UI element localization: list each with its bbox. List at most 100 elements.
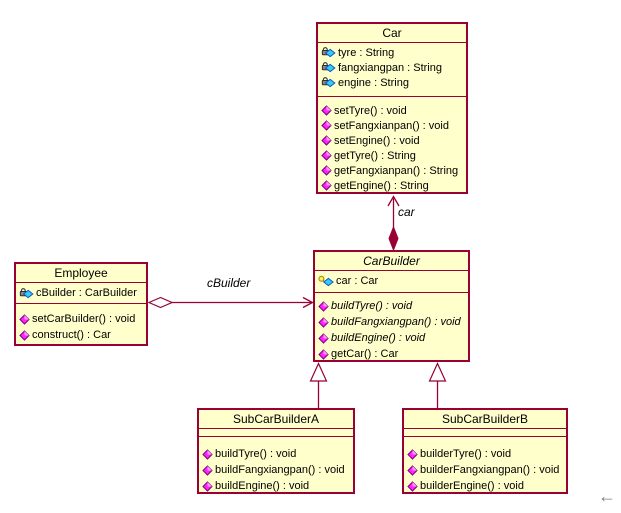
method-row[interactable]: getCar() : Car	[315, 346, 468, 362]
attributes-compartment	[404, 429, 566, 437]
method-row[interactable]: buildFangxiangpan() : void	[199, 462, 353, 478]
method-row[interactable]: buildEngine() : void	[315, 330, 468, 346]
attribute-text: tyre : String	[338, 46, 395, 59]
class-title[interactable]: Employee	[16, 264, 146, 283]
attribute-row[interactable]: fangxiangpan : String	[318, 60, 466, 75]
method-text: buildFangxiangpan() : void	[215, 464, 345, 476]
class-title[interactable]: SubCarBuilderB	[404, 410, 566, 429]
public-method-icon	[202, 481, 213, 491]
methods-compartment: setTyre() : void setFangxianpan() : void…	[318, 97, 466, 193]
method-row[interactable]: buildEngine() : void	[199, 478, 353, 494]
class-employee[interactable]: Employee cBuilder : CarBuilder setCarBui…	[14, 262, 148, 346]
method-text: buildEngine() : void	[215, 480, 310, 492]
public-method-icon	[321, 135, 332, 146]
method-row[interactable]: getEngine() : String	[318, 178, 466, 193]
public-method-icon	[321, 120, 332, 131]
protected-attribute-icon	[318, 275, 334, 286]
method-row[interactable]: buildFangxiangpan() : void	[315, 314, 468, 330]
public-method-icon	[19, 314, 30, 324]
attributes-compartment: tyre : String fangxiangpan : String engi…	[318, 43, 466, 97]
method-text: setTyre() : void	[334, 104, 407, 117]
association-label-cbuilder[interactable]: cBuilder	[207, 276, 251, 290]
private-attribute-icon	[321, 77, 336, 88]
private-attribute-icon	[321, 62, 336, 73]
class-subcarbuildera[interactable]: SubCarBuilderA buildTyre() : void buildF…	[197, 408, 355, 494]
attribute-text: fangxiangpan : String	[338, 61, 442, 74]
method-text: construct() : Car	[32, 329, 111, 341]
class-carbuilder[interactable]: CarBuilder car : Car buildTyre() : void …	[313, 250, 470, 362]
method-row[interactable]: setFangxianpan() : void	[318, 118, 466, 133]
open-arrowhead-icon	[302, 296, 314, 309]
attribute-row[interactable]: cBuilder : CarBuilder	[16, 285, 146, 301]
attributes-compartment	[199, 429, 353, 437]
class-subcarbuilderb[interactable]: SubCarBuilderB builderTyre() : void buil…	[402, 408, 568, 494]
method-row[interactable]: setTyre() : void	[318, 103, 466, 118]
scroll-left-arrow-icon[interactable]: ←	[598, 486, 616, 506]
attribute-row[interactable]: tyre : String	[318, 45, 466, 60]
method-row[interactable]: builderTyre() : void	[404, 446, 566, 462]
method-row[interactable]: buildTyre() : void	[199, 446, 353, 462]
private-attribute-icon	[321, 47, 336, 58]
method-text: buildTyre() : void	[215, 448, 297, 460]
public-method-icon	[407, 481, 418, 491]
public-method-icon	[318, 301, 329, 311]
aggregation-link-employee-carbuilder[interactable]	[147, 296, 314, 309]
method-row[interactable]: builderEngine() : void	[404, 478, 566, 494]
generalization-link-subcarbuilderb[interactable]	[428, 362, 447, 409]
method-text: builderTyre() : void	[420, 448, 512, 460]
public-method-icon	[321, 165, 332, 176]
class-title[interactable]: CarBuilder	[315, 252, 468, 271]
public-method-icon	[321, 180, 332, 191]
method-row[interactable]: builderFangxiangpan() : void	[404, 462, 566, 478]
public-method-icon	[318, 317, 329, 327]
filled-diamond-icon	[388, 225, 399, 252]
method-text: getTyre() : String	[334, 149, 416, 162]
public-method-icon	[202, 449, 213, 459]
public-method-icon	[321, 150, 332, 161]
open-arrowhead-icon	[387, 195, 400, 207]
method-text: buildFangxiangpan() : void	[331, 316, 461, 328]
public-method-icon	[321, 105, 332, 116]
generalization-link-subcarbuildera[interactable]	[309, 362, 328, 409]
method-row[interactable]: getTyre() : String	[318, 148, 466, 163]
public-method-icon	[407, 465, 418, 475]
attributes-compartment: car : Car	[315, 271, 468, 293]
public-method-icon	[407, 449, 418, 459]
public-method-icon	[318, 333, 329, 343]
method-text: builderFangxiangpan() : void	[420, 464, 560, 476]
hollow-triangle-icon	[428, 362, 447, 382]
public-method-icon	[202, 465, 213, 475]
attribute-text: car : Car	[336, 275, 379, 287]
class-title[interactable]: SubCarBuilderA	[199, 410, 353, 429]
attribute-text: engine : String	[338, 76, 409, 89]
methods-compartment: buildTyre() : void buildFangxiangpan() :…	[315, 293, 468, 362]
methods-compartment: builderTyre() : void builderFangxiangpan…	[404, 437, 566, 494]
class-car[interactable]: Car tyre : String fangxiangpan : String …	[316, 22, 468, 194]
association-label-car[interactable]: car	[398, 205, 415, 219]
method-row[interactable]: buildTyre() : void	[315, 298, 468, 314]
method-row[interactable]: getFangxianpan() : String	[318, 163, 466, 178]
attribute-text: cBuilder : CarBuilder	[36, 287, 137, 299]
private-attribute-icon	[19, 287, 34, 298]
method-row[interactable]: construct() : Car	[16, 327, 146, 343]
hollow-diamond-icon	[147, 296, 174, 309]
method-text: buildEngine() : void	[331, 332, 426, 344]
method-row[interactable]: setEngine() : void	[318, 133, 466, 148]
method-row[interactable]: setCarBuilder() : void	[16, 311, 146, 327]
method-text: buildTyre() : void	[331, 300, 413, 312]
method-text: getFangxianpan() : String	[334, 164, 459, 177]
method-text: setFangxianpan() : void	[334, 119, 449, 132]
method-text: getEngine() : String	[334, 179, 429, 192]
attribute-row[interactable]: car : Car	[315, 273, 468, 289]
method-text: setEngine() : void	[334, 134, 420, 147]
public-method-icon	[318, 349, 329, 359]
public-method-icon	[19, 330, 30, 340]
hollow-triangle-icon	[309, 362, 328, 382]
method-text: setCarBuilder() : void	[32, 313, 136, 325]
class-title[interactable]: Car	[318, 24, 466, 43]
attributes-compartment: cBuilder : CarBuilder	[16, 283, 146, 304]
attribute-row[interactable]: engine : String	[318, 75, 466, 90]
method-text: builderEngine() : void	[420, 480, 524, 492]
